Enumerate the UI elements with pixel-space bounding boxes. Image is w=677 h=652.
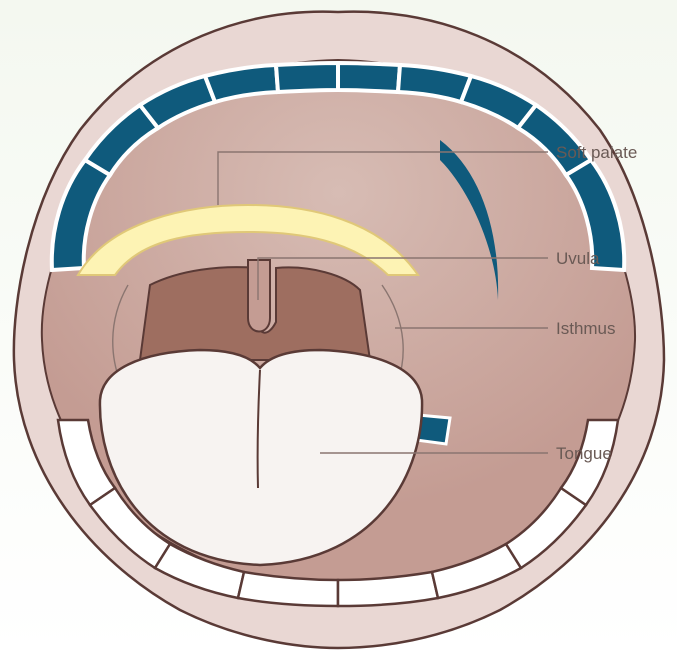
- isthmus-label: Isthmus: [556, 319, 616, 338]
- uvula-label: Uvula: [556, 249, 600, 268]
- tongue-label: Tongue: [556, 444, 612, 463]
- soft-palate-label: Soft palate: [556, 143, 637, 162]
- uvula: [248, 260, 270, 332]
